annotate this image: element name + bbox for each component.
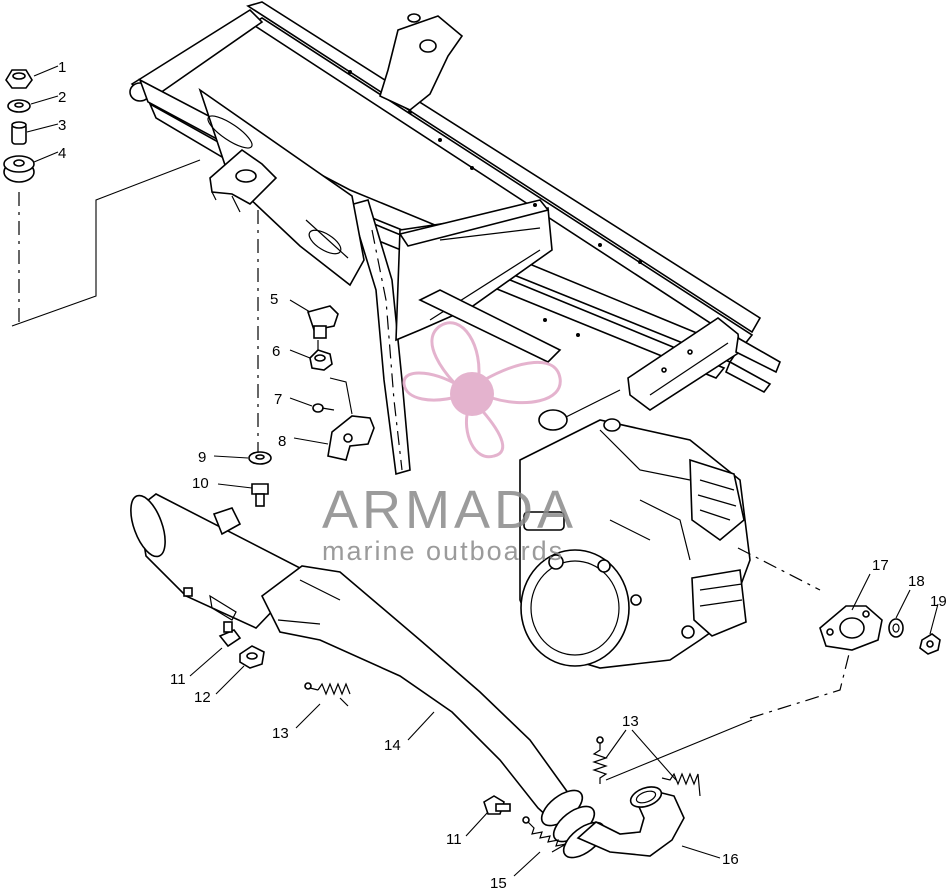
propeller-logo-icon bbox=[402, 321, 562, 459]
alignment-lines bbox=[11, 159, 851, 781]
callout-15: 15 bbox=[490, 875, 507, 890]
muffler-assembly bbox=[130, 493, 685, 859]
watermark: ARMADA marine outboards bbox=[322, 321, 577, 566]
callout-5: 5 bbox=[270, 291, 278, 308]
leader-lines bbox=[26, 65, 939, 877]
hardware bbox=[3, 69, 701, 853]
callout-4: 4 bbox=[58, 145, 66, 162]
callout-11-upper: 11 bbox=[170, 671, 186, 688]
watermark-title: ARMADA bbox=[322, 480, 577, 540]
callout-3: 3 bbox=[58, 117, 66, 134]
callout-6: 6 bbox=[272, 343, 280, 360]
callout-1: 1 bbox=[58, 59, 66, 76]
callout-17: 17 bbox=[872, 557, 889, 574]
callouts: 1 2 3 4 5 6 7 8 9 10 11 12 13 14 13 11 1… bbox=[58, 59, 947, 890]
exhaust-flange bbox=[819, 605, 941, 655]
callout-18: 18 bbox=[908, 573, 925, 590]
callout-2: 2 bbox=[58, 89, 66, 106]
callout-12: 12 bbox=[194, 689, 211, 706]
engine bbox=[519, 389, 751, 669]
callout-19: 19 bbox=[930, 593, 947, 610]
callout-14: 14 bbox=[384, 737, 401, 754]
callout-16: 16 bbox=[722, 851, 739, 868]
watermark-subtitle: marine outboards bbox=[322, 536, 564, 566]
callout-9: 9 bbox=[198, 449, 206, 466]
callout-8: 8 bbox=[278, 433, 286, 450]
callout-11-lower: 11 bbox=[446, 831, 462, 848]
callout-13-right: 13 bbox=[622, 713, 639, 730]
callout-13-left: 13 bbox=[272, 725, 289, 742]
callout-7: 7 bbox=[274, 391, 282, 408]
callout-10: 10 bbox=[192, 475, 209, 492]
frame bbox=[129, 1, 782, 476]
